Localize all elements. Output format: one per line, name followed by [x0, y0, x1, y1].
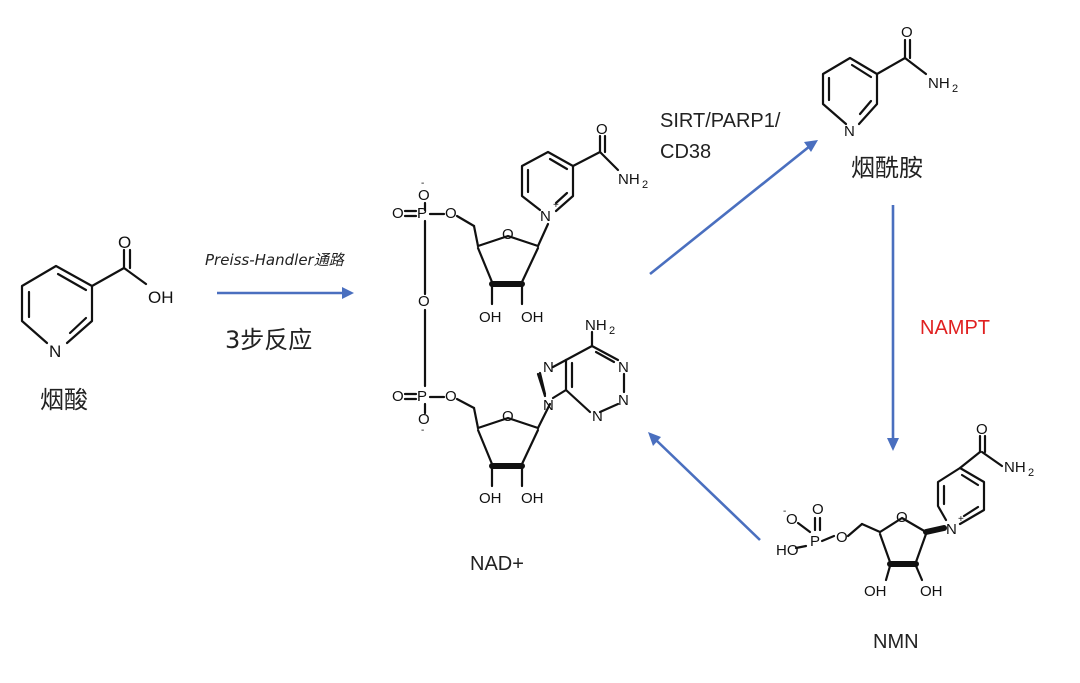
nmn-pyridinium-n: N — [946, 521, 957, 538]
nmn-o-minus: O — [786, 511, 798, 528]
niacin-n-atom: N — [49, 342, 61, 361]
nicotinamide-nh-sub: 2 — [952, 83, 958, 95]
pathway-label: Preiss-Handler通路 — [205, 251, 346, 269]
nmn-pyridinium-charge: + — [958, 514, 964, 525]
preiss-handler-arrow: Preiss-Handler通路 3步反应 — [205, 251, 354, 354]
adenine-n9: N — [543, 397, 554, 414]
nad-amide-nh: NH — [618, 171, 640, 188]
consumption-arrow: SIRT/PARP1/ CD38 — [649, 110, 818, 276]
nmn-ester-o: O — [836, 529, 848, 546]
adenine-nh: NH — [585, 317, 607, 334]
steps-label: 3步反应 — [225, 326, 312, 354]
niacin-carbonyl-o: O — [118, 233, 131, 252]
nmn-to-nad-arrow — [648, 432, 761, 541]
enzymes-label-line1: SIRT/PARP1/ — [660, 110, 781, 132]
upper-ribose-o: O — [502, 226, 514, 243]
upper-ribose-oh-1: OH — [479, 309, 502, 326]
lower-ribose-oh-2: OH — [521, 490, 544, 507]
adenine-n7: N — [543, 359, 554, 376]
upper-phosphate-o-top: O — [418, 187, 430, 204]
lower-phosphorus: P — [417, 388, 427, 405]
bridge-o: O — [418, 293, 430, 310]
nmn-ribose-oh-2: OH — [920, 583, 943, 600]
nad-pyridinium-n: N — [540, 208, 551, 225]
nmn-phosphorus: P — [810, 533, 820, 550]
lower-ribose-oh-1: OH — [479, 490, 502, 507]
upper-phosphate-o-double: O — [392, 205, 404, 222]
nmn-amide-nh: NH — [1004, 459, 1026, 476]
nad-structure: - O O P O O O OH OH N + O — [392, 121, 648, 575]
adenine-nh-sub: 2 — [609, 325, 615, 337]
adenine-n1: N — [618, 359, 629, 376]
nampt-arrow: NAMPT — [887, 205, 990, 451]
nad-amide-sub: 2 — [642, 179, 648, 191]
nmn-amide-o: O — [976, 421, 988, 438]
adenine-n3: N — [592, 408, 603, 425]
lower-phosphate-o-bottom: O — [418, 411, 430, 428]
niacin-label: 烟酸 — [40, 386, 88, 414]
enzymes-label-line2: CD38 — [660, 141, 711, 163]
nicotinamide-label: 烟酰胺 — [851, 154, 923, 182]
nmn-label: NMN — [873, 631, 919, 653]
niacin-hydroxyl: OH — [148, 288, 174, 307]
lower-phosphate-o-double: O — [392, 388, 404, 405]
upper-ribose-oh-2: OH — [521, 309, 544, 326]
niacin-structure: N O OH 烟酸 — [20, 233, 174, 414]
nicotinamide-structure: N O NH 2 烟酰胺 — [821, 24, 958, 182]
lower-ribose-o: O — [502, 408, 514, 425]
nmn-phosphate-o-top: O — [812, 501, 824, 518]
nmn-amide-sub: 2 — [1028, 467, 1034, 479]
nicotinamide-n: N — [844, 123, 855, 140]
upper-ester-o: O — [445, 205, 457, 222]
nad-pyridinium-charge: + — [553, 200, 559, 211]
nicotinamide-nh: NH — [928, 75, 950, 92]
lower-o-charge: - — [421, 425, 424, 436]
adenine-n-ring: N — [618, 392, 629, 409]
nad-amide-o: O — [596, 121, 608, 138]
upper-o-charge: - — [421, 178, 424, 189]
nampt-label: NAMPT — [920, 317, 990, 339]
lower-ester-o: O — [445, 388, 457, 405]
nad-label: NAD+ — [470, 553, 524, 575]
upper-phosphorus: P — [417, 205, 427, 222]
nmn-ribose-o: O — [896, 509, 908, 526]
nmn-o-charge: - — [783, 506, 786, 517]
nmn-ribose-oh-1: OH — [864, 583, 887, 600]
nmn-structure: - O O P HO O O OH OH N + O NH 2 — [776, 421, 1034, 653]
nicotinamide-o: O — [901, 24, 913, 41]
nmn-ho: HO — [776, 542, 799, 559]
